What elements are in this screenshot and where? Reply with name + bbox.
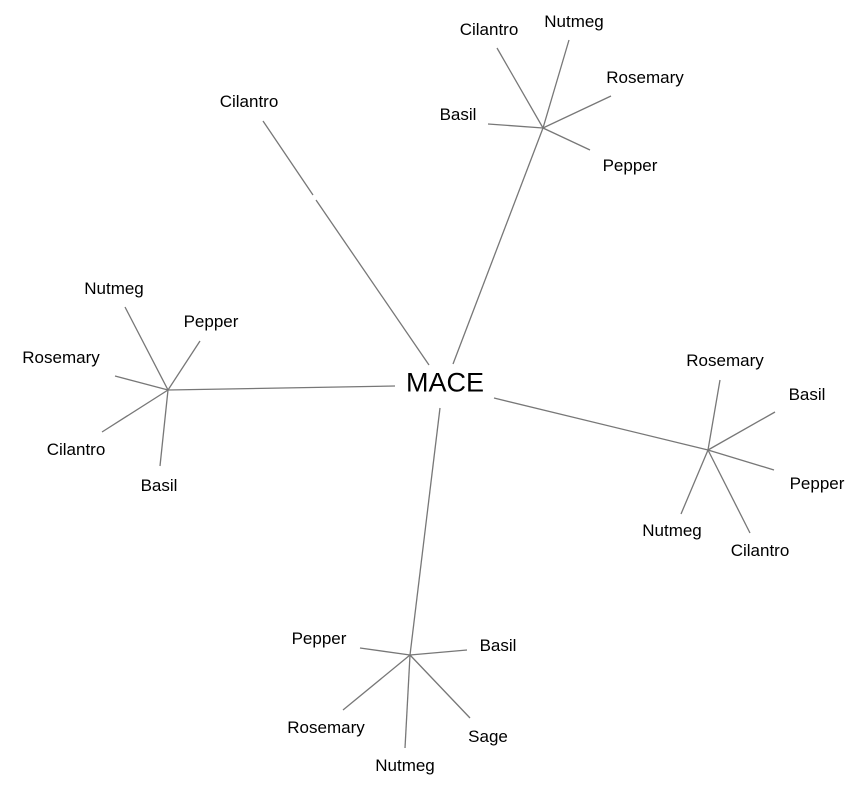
leaf-connector xyxy=(496,47,544,129)
leaf-node-label[interactable]: Nutmeg xyxy=(642,521,702,540)
leaf-node-label[interactable]: Pepper xyxy=(183,312,239,331)
leaf-node-label[interactable]: Cilantro xyxy=(46,440,106,459)
leaf-connector xyxy=(542,39,570,129)
leaf-node-label[interactable]: Nutmeg xyxy=(375,756,435,775)
leaf-node-label[interactable]: Rosemary xyxy=(22,348,100,367)
leaf-node-label[interactable]: Basil xyxy=(479,636,517,655)
leaf-connector xyxy=(707,449,775,471)
leaf-connector xyxy=(124,306,169,391)
root-connector xyxy=(315,199,430,366)
leaf-node-label[interactable]: Rosemary xyxy=(606,68,684,87)
leaf-node-label[interactable]: Cilantro xyxy=(730,541,790,560)
leaf-connector xyxy=(680,449,709,515)
leaf-connector xyxy=(101,389,169,433)
leaf-connector xyxy=(409,654,471,719)
leaf-connector xyxy=(707,411,776,451)
leaf-connector xyxy=(159,389,169,467)
leaf-connector xyxy=(167,340,201,391)
leaf-connector xyxy=(342,654,411,711)
leaf-connector xyxy=(409,649,468,656)
leaf-connector xyxy=(707,379,721,451)
leaf-node-label[interactable]: Rosemary xyxy=(686,351,764,370)
root-connector xyxy=(262,120,314,196)
leaf-node-label[interactable]: Basil xyxy=(140,476,178,495)
leaf-connector xyxy=(359,647,411,656)
leaf-node-label[interactable]: Pepper xyxy=(291,629,347,648)
leaf-connector xyxy=(487,123,544,129)
leaf-node-label[interactable]: Cilantro xyxy=(459,20,519,39)
leaf-node-label[interactable]: Rosemary xyxy=(287,718,365,737)
leaf-node-label[interactable]: Sage xyxy=(468,727,508,746)
leaf-node-label[interactable]: Pepper xyxy=(789,474,845,493)
leaf-node-label[interactable]: Pepper xyxy=(602,156,658,175)
leaf-connector xyxy=(114,375,169,391)
leaf-connector xyxy=(707,449,751,534)
leaf-connector xyxy=(404,654,411,749)
leaf-node-label[interactable]: Nutmeg xyxy=(544,12,604,31)
root-node-label[interactable]: MACE xyxy=(405,367,485,398)
root-connector xyxy=(409,407,441,656)
leaf-connector xyxy=(542,127,591,151)
branch-node-label[interactable]: Cilantro xyxy=(219,92,279,111)
leaf-node-label[interactable]: Basil xyxy=(439,105,477,124)
leaf-node-label[interactable]: Basil xyxy=(788,385,826,404)
root-connector xyxy=(452,127,544,365)
root-connector xyxy=(493,397,709,451)
root-connector xyxy=(167,385,396,391)
leaf-node-label[interactable]: Nutmeg xyxy=(84,279,144,298)
leaf-connector xyxy=(542,95,612,129)
